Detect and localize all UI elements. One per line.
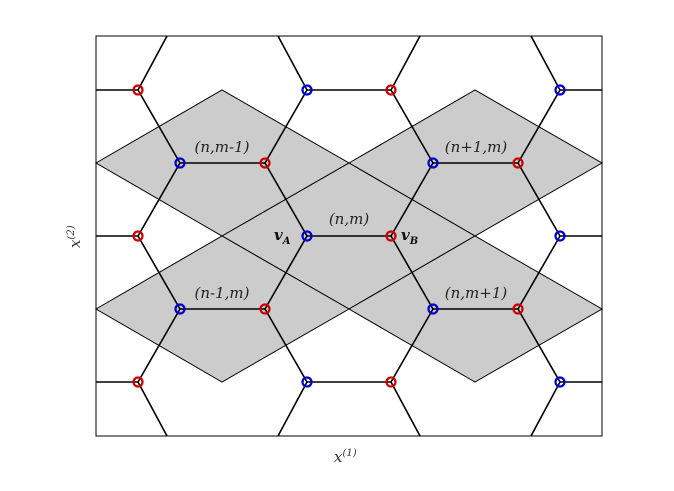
site-a	[554, 376, 566, 388]
site-b	[132, 376, 144, 388]
site-a	[174, 303, 186, 315]
cell-label-bottom-right: (n,m+1)	[445, 284, 508, 302]
site-b-vB	[385, 230, 397, 242]
site-a	[554, 230, 566, 242]
site-a-vA	[301, 230, 313, 242]
vertex-a-symbol: v	[274, 226, 283, 244]
cell-label-top-left: (n,m-1)	[195, 138, 250, 156]
site-a	[301, 376, 313, 388]
y-axis-symbol: x	[66, 239, 84, 248]
site-a	[427, 157, 439, 169]
site-b	[512, 303, 524, 315]
lattice-bonds	[96, 36, 602, 436]
site-b	[132, 84, 144, 96]
vertex-b-symbol: v	[401, 226, 410, 244]
plot-frame	[95, 35, 603, 437]
site-a	[301, 84, 313, 96]
site-a	[427, 303, 439, 315]
vertex-label-b: vB	[401, 226, 418, 247]
y-axis-label: x(2)	[66, 225, 84, 248]
x-axis-label: x(1)	[334, 448, 357, 466]
vertex-b-subscript: B	[409, 236, 418, 247]
site-b	[259, 303, 271, 315]
sublattice-a-sites	[174, 84, 566, 388]
site-b	[385, 376, 397, 388]
site-b	[259, 157, 271, 169]
x-axis-symbol: x	[334, 448, 343, 466]
x-axis-superscript: (1)	[342, 448, 356, 459]
site-a	[174, 157, 186, 169]
vertex-label-a: vA	[274, 226, 291, 247]
cell-label-bottom-left: (n-1,m)	[195, 284, 250, 302]
site-b	[132, 230, 144, 242]
y-axis-superscript: (2)	[66, 225, 77, 239]
site-b	[385, 84, 397, 96]
site-b	[512, 157, 524, 169]
cell-label-top-right: (n+1,m)	[445, 138, 508, 156]
vertex-a-subscript: A	[282, 236, 291, 247]
sublattice-b-sites	[132, 84, 524, 388]
cell-label-center: (n,m)	[329, 210, 370, 228]
site-a	[554, 84, 566, 96]
